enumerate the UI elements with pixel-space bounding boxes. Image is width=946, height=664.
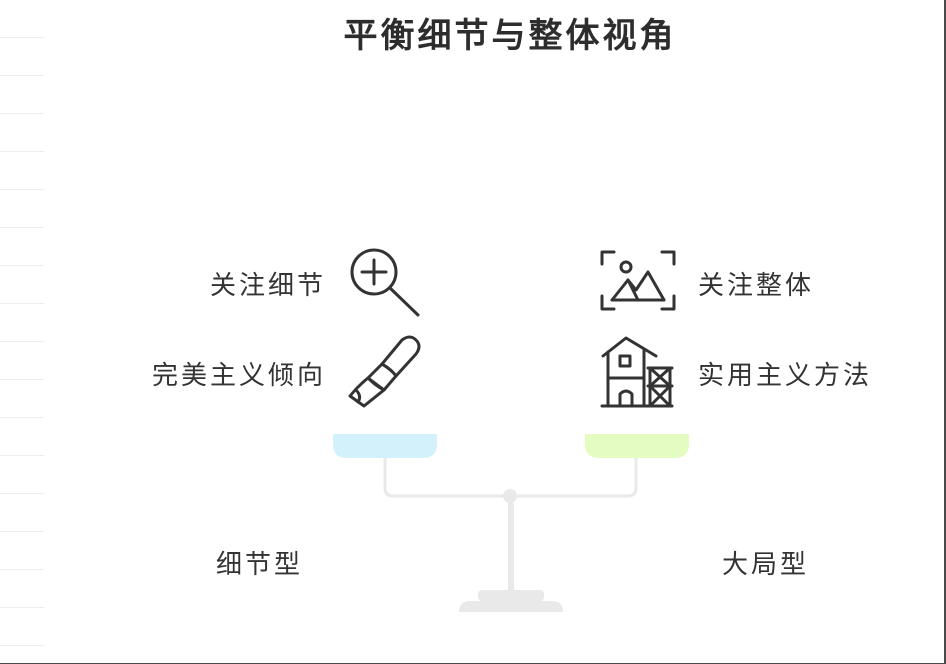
left-item-label-1: 关注细节 (209, 271, 326, 301)
diagram-title: 平衡细节与整体视角 (343, 16, 677, 56)
left-item-label-2: 完美主义倾向 (151, 361, 326, 391)
scale-base-top (478, 590, 544, 601)
scale-pivot (503, 489, 517, 503)
scale-pillar (508, 503, 514, 592)
magnifier-plus-icon (350, 248, 420, 317)
right-item-label-2: 实用主义方法 (698, 361, 873, 391)
right-border (944, 0, 946, 664)
right-category-label: 大局型 (722, 550, 810, 580)
chisel-icon (348, 335, 421, 408)
building-scaffold-icon (600, 336, 674, 408)
right-item-label-1: 关注整体 (698, 271, 815, 301)
left-category-label: 细节型 (216, 550, 304, 580)
left-pan (333, 434, 437, 458)
left-ruled-lines (0, 0, 44, 664)
scale-base (459, 601, 563, 612)
right-pan (585, 434, 689, 458)
landscape-image-icon (600, 250, 676, 311)
